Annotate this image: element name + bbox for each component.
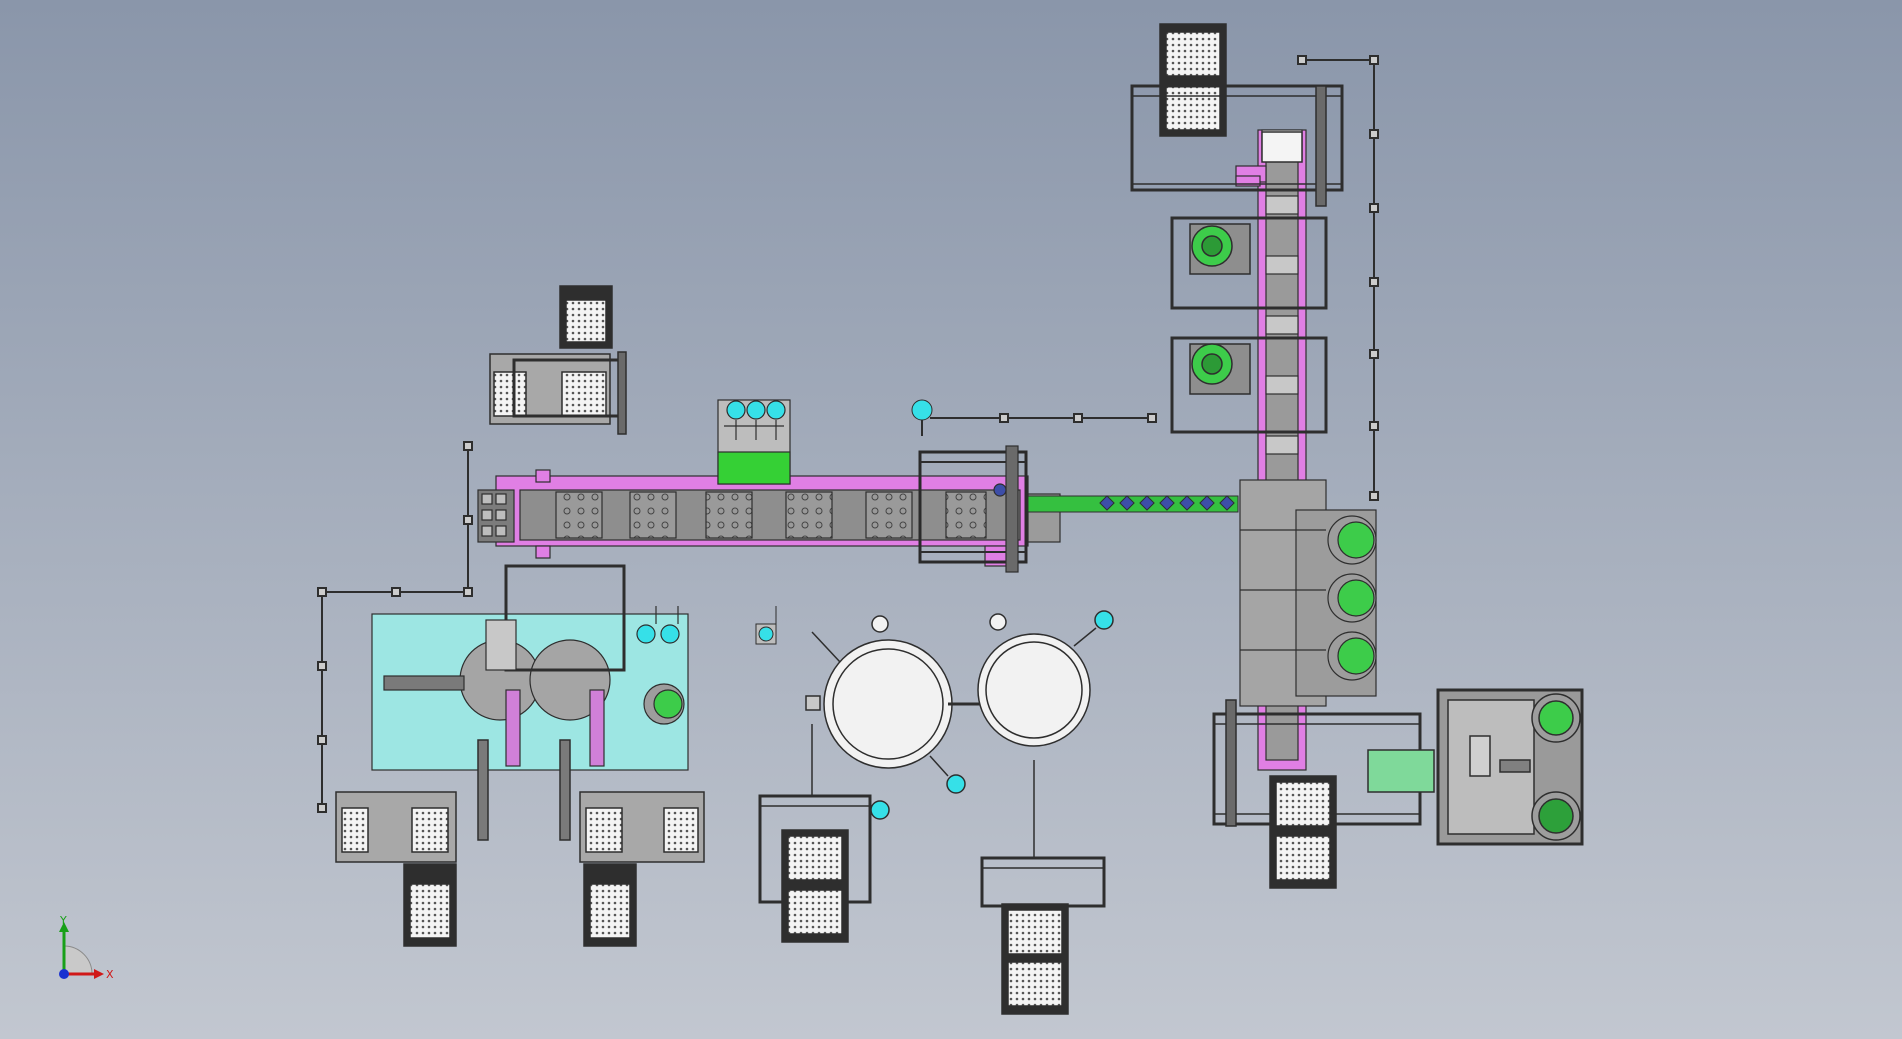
bottom-center-tray-station-2[interactable] (980, 760, 1106, 1015)
assembly-module-right[interactable] (1239, 479, 1377, 707)
triad-y-label: Y (59, 914, 67, 927)
cable-track-top (911, 399, 1157, 436)
cable-track-left (317, 441, 473, 813)
lower-right-gantry[interactable] (1212, 699, 1435, 889)
cyan-feeder-block[interactable] (717, 399, 791, 485)
final-assembly-cell[interactable] (1436, 688, 1584, 846)
bottom-left-tray-station-2[interactable] (559, 739, 705, 947)
bottom-center-tray-station-1[interactable] (758, 724, 890, 943)
feeder-station-1[interactable] (1170, 216, 1328, 310)
cable-track-right (1297, 55, 1379, 501)
transfer-belt[interactable] (1027, 495, 1239, 513)
top-left-tray-station[interactable] (489, 285, 627, 435)
triad-x-label: X (106, 968, 114, 981)
small-cyan-part (755, 606, 777, 645)
top-tray-station[interactable] (1130, 23, 1344, 207)
dial-table-left[interactable] (805, 615, 966, 794)
bottom-left-tray-station-1[interactable] (335, 739, 489, 947)
feeder-station-2[interactable] (1170, 336, 1328, 434)
main-conveyor[interactable] (477, 445, 1061, 573)
dial-table-right[interactable] (948, 610, 1114, 747)
coordinate-triad-icon: Y X (59, 914, 114, 981)
rotary-worktable[interactable] (371, 564, 689, 771)
